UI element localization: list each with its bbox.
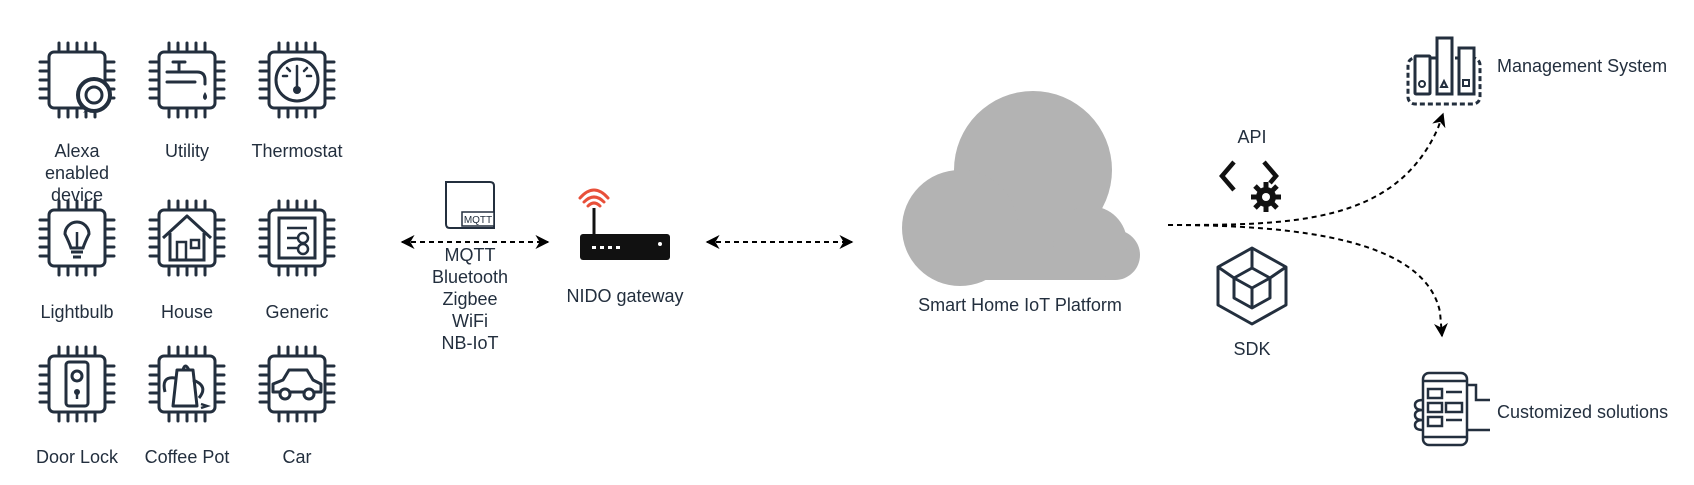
lightbulb-chip-icon bbox=[38, 199, 116, 277]
cloud-icon bbox=[902, 91, 1140, 286]
solutions-app-icon bbox=[1413, 371, 1490, 447]
alexa-chip-icon bbox=[38, 41, 116, 119]
mqtt-document-icon: MQTT bbox=[445, 181, 495, 229]
coffee-pot-chip-icon bbox=[148, 345, 226, 423]
api-code-gear-icon bbox=[1219, 160, 1281, 212]
protocol-item: WiFi bbox=[452, 311, 488, 331]
sdk-label: SDK bbox=[1233, 339, 1271, 359]
protocol-item: Zigbee bbox=[442, 289, 498, 309]
thermostat-chip-icon bbox=[258, 41, 336, 119]
device-label-car: Car bbox=[282, 447, 312, 467]
customized-label: Customized solutions bbox=[1497, 402, 1669, 422]
device-label-thermostat: Thermostat bbox=[251, 141, 343, 161]
device-label-utility: Utility bbox=[165, 141, 209, 161]
device-label-door-lock: Door Lock bbox=[35, 447, 119, 467]
api-label: API bbox=[1237, 127, 1267, 147]
house-chip-icon bbox=[148, 199, 226, 277]
faucet-chip-icon bbox=[148, 41, 226, 119]
protocol-item: Bluetooth bbox=[431, 267, 509, 287]
protocol-item: MQTT bbox=[444, 245, 496, 265]
door-lock-chip-icon bbox=[38, 345, 116, 423]
device-label-alexa: Alexa enabled device bbox=[22, 140, 132, 206]
platform-label: Smart Home IoT Platform bbox=[918, 295, 1122, 315]
device-label-coffee-pot: Coffee Pot bbox=[144, 447, 230, 467]
router-icon bbox=[578, 188, 670, 260]
car-chip-icon bbox=[258, 345, 336, 423]
line-to-customized bbox=[1167, 224, 1448, 338]
gateway-label: NIDO gateway bbox=[566, 286, 684, 306]
protocol-item: NB-IoT bbox=[441, 333, 499, 353]
device-label-generic: Generic bbox=[265, 302, 329, 322]
management-label: Management System bbox=[1497, 56, 1668, 76]
line-to-management bbox=[1167, 112, 1446, 226]
protocol-list: MQTT Bluetooth Zigbee WiFi NB-IoT bbox=[400, 244, 540, 354]
device-label-alexa-line: Alexa enabled device bbox=[44, 141, 110, 205]
sdk-cube-icon bbox=[1216, 246, 1288, 326]
device-label-lightbulb: Lightbulb bbox=[40, 302, 114, 322]
generic-chip-icon bbox=[258, 199, 336, 277]
mqtt-icon-text: MQTT bbox=[464, 215, 492, 226]
device-label-house: House bbox=[160, 302, 214, 322]
dashboard-chart-icon bbox=[1406, 36, 1482, 106]
